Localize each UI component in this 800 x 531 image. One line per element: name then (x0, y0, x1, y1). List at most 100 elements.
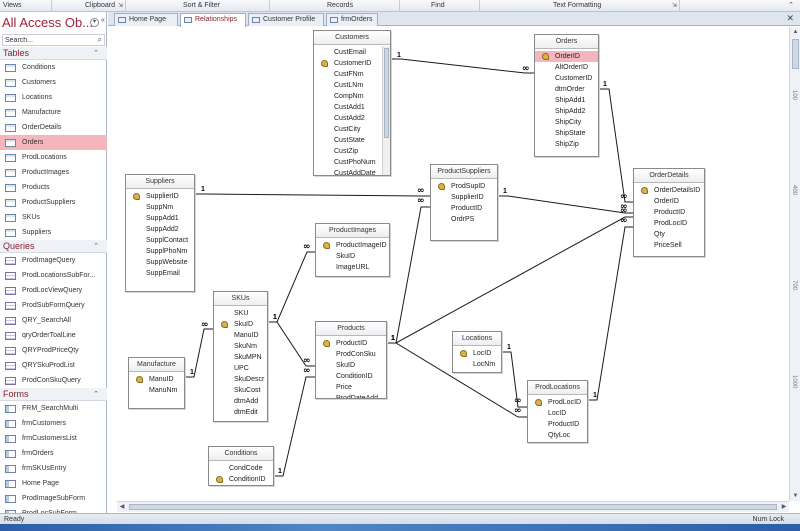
vertical-scrollbar[interactable]: ▲ ▼ (789, 27, 800, 501)
field-row[interactable]: OrdrPS (431, 214, 497, 225)
nav-item-orderdetails[interactable]: OrderDetails (0, 120, 107, 135)
field-row[interactable]: ShipState (535, 128, 598, 139)
nav-item-prodimagequery[interactable]: ProdImageQuery (0, 253, 107, 268)
field-row[interactable]: ProductImageID (316, 240, 389, 251)
field-row[interactable]: CustEmail (314, 47, 390, 58)
collapse-ribbon-icon[interactable]: ⌃ (788, 2, 794, 9)
relationship-line[interactable] (268, 321, 315, 367)
dialog-launcher-icon[interactable]: ⇲ (671, 3, 677, 9)
shutter-bar-close-icon[interactable]: « (101, 17, 105, 24)
table-title[interactable]: Products (316, 322, 386, 336)
field-row[interactable]: PriceSell (634, 240, 704, 251)
field-row[interactable]: dtmOrder (535, 84, 598, 95)
tab-frmorders[interactable]: frmOrders (326, 13, 378, 26)
field-row[interactable]: SkuDescr (214, 374, 267, 385)
relationship-line[interactable] (391, 58, 534, 74)
field-row[interactable]: LocNm (453, 359, 501, 370)
field-row[interactable]: CustPhoNum (314, 157, 390, 168)
field-row[interactable]: SuppAdd1 (126, 213, 194, 224)
field-row[interactable]: ShipAdd1 (535, 95, 598, 106)
field-row[interactable]: AltOrderID (535, 62, 598, 73)
nav-item-orders[interactable]: Orders (0, 135, 107, 150)
nav-item-frmorders[interactable]: frmOrders (0, 446, 107, 461)
field-row[interactable]: CustCity (314, 124, 390, 135)
table-title[interactable]: ProductImages (316, 224, 389, 238)
field-row[interactable]: OrderID (535, 51, 598, 62)
nav-item-prodconskuquery[interactable]: ProdConSkuQuery (0, 373, 107, 388)
field-row[interactable]: OrderID (634, 196, 704, 207)
nav-item-qry-searchall[interactable]: QRY_SearchAll (0, 313, 107, 328)
field-row[interactable]: SkuID (316, 360, 386, 371)
field-row[interactable]: SuppNm (126, 202, 194, 213)
field-row[interactable]: SkuMPN (214, 352, 267, 363)
ribbon-group-records[interactable]: Records (270, 0, 400, 12)
table-title[interactable]: Orders (535, 35, 598, 49)
nav-item-productsuppliers[interactable]: ProductSuppliers (0, 195, 107, 210)
field-row[interactable]: ProdSupID (431, 181, 497, 192)
field-row[interactable]: CustAddDate (314, 168, 390, 175)
field-row[interactable]: dtmAdd (214, 396, 267, 407)
field-row[interactable]: SkuNm (214, 341, 267, 352)
relationship-line[interactable] (387, 342, 527, 418)
field-row[interactable]: ProductID (528, 419, 587, 430)
ribbon-group-text-formatting[interactable]: Text Formatting⇲ (480, 0, 680, 12)
field-row[interactable]: CustFNm (314, 69, 390, 80)
nav-item-frm-searchmulti[interactable]: FRM_SearchMulti (0, 401, 107, 416)
field-row[interactable]: ShipZip (535, 139, 598, 150)
field-row[interactable]: ShipAdd2 (535, 106, 598, 117)
field-row[interactable]: dtmEdit (214, 407, 267, 418)
relationship-line[interactable] (588, 226, 633, 401)
field-row[interactable]: QtyLoc (528, 430, 587, 441)
horizontal-scrollbar[interactable]: ◀ ▶ (117, 501, 789, 512)
ribbon-group-views[interactable]: Views (0, 0, 52, 12)
field-row[interactable]: Qty (634, 229, 704, 240)
tab-home-page[interactable]: Home Page (114, 13, 178, 26)
nav-item-locations[interactable]: Locations (0, 90, 107, 105)
ribbon-group-clipboard[interactable]: Clipboard⇲ (52, 0, 126, 12)
table-title[interactable]: ProductSuppliers (431, 165, 497, 179)
field-row[interactable]: SupplPhoNm (126, 246, 194, 257)
tab-relationships[interactable]: Relationships (180, 13, 246, 27)
nav-item-prodlocviewquery[interactable]: ProdLocViewQuery (0, 283, 107, 298)
nav-item-frmcustomerslist[interactable]: frmCustomersList (0, 431, 107, 446)
nav-item-prodlocations[interactable]: ProdLocations (0, 150, 107, 165)
field-row[interactable]: SkuID (316, 251, 389, 262)
relationship-line[interactable] (274, 376, 315, 477)
field-row[interactable]: CustZip (314, 146, 390, 157)
scroll-down-icon[interactable]: ▼ (792, 493, 799, 499)
nav-item-prodimagesubform[interactable]: ProdImageSubForm (0, 491, 107, 506)
field-row[interactable]: CustAdd1 (314, 102, 390, 113)
field-row[interactable]: SKU (214, 308, 267, 319)
field-row[interactable]: ManuNm (129, 385, 184, 396)
dialog-launcher-icon[interactable]: ⇲ (117, 3, 123, 9)
table-title[interactable]: ProdLocations (528, 381, 587, 395)
ribbon-group-sort-filter[interactable]: Sort & Filter (126, 0, 270, 12)
relationship-line[interactable] (599, 88, 633, 203)
tab-customer-profile[interactable]: Customer Profile (248, 13, 324, 26)
nav-item-qryprodpriceqty[interactable]: QRYProdPriceQty (0, 343, 107, 358)
field-row[interactable]: SupplierID (126, 191, 194, 202)
field-row[interactable]: ManuID (214, 330, 267, 341)
field-row[interactable]: CustomerID (535, 73, 598, 84)
field-row[interactable]: ProductID (431, 203, 497, 214)
relationship-line[interactable] (502, 351, 527, 408)
field-row[interactable]: SuppWebsite (126, 257, 194, 268)
field-row[interactable]: ProdDateAdd (316, 393, 386, 398)
scroll-up-icon[interactable]: ▲ (792, 29, 799, 35)
chevron-up-icon[interactable]: ⌃ (93, 50, 99, 57)
scroll-right-icon[interactable]: ▶ (781, 504, 787, 510)
table-title[interactable]: Suppliers (126, 175, 194, 189)
field-row[interactable]: LocID (528, 408, 587, 419)
nav-item-skus[interactable]: SKUs (0, 210, 107, 225)
nav-item-qryskuprodlist[interactable]: QRYSkuProdList (0, 358, 107, 373)
field-row[interactable]: UPC (214, 363, 267, 374)
field-row[interactable]: ManuID (129, 374, 184, 385)
table-title[interactable]: Locations (453, 332, 501, 346)
field-row[interactable]: ProductID (634, 207, 704, 218)
field-row[interactable]: CustLNm (314, 80, 390, 91)
